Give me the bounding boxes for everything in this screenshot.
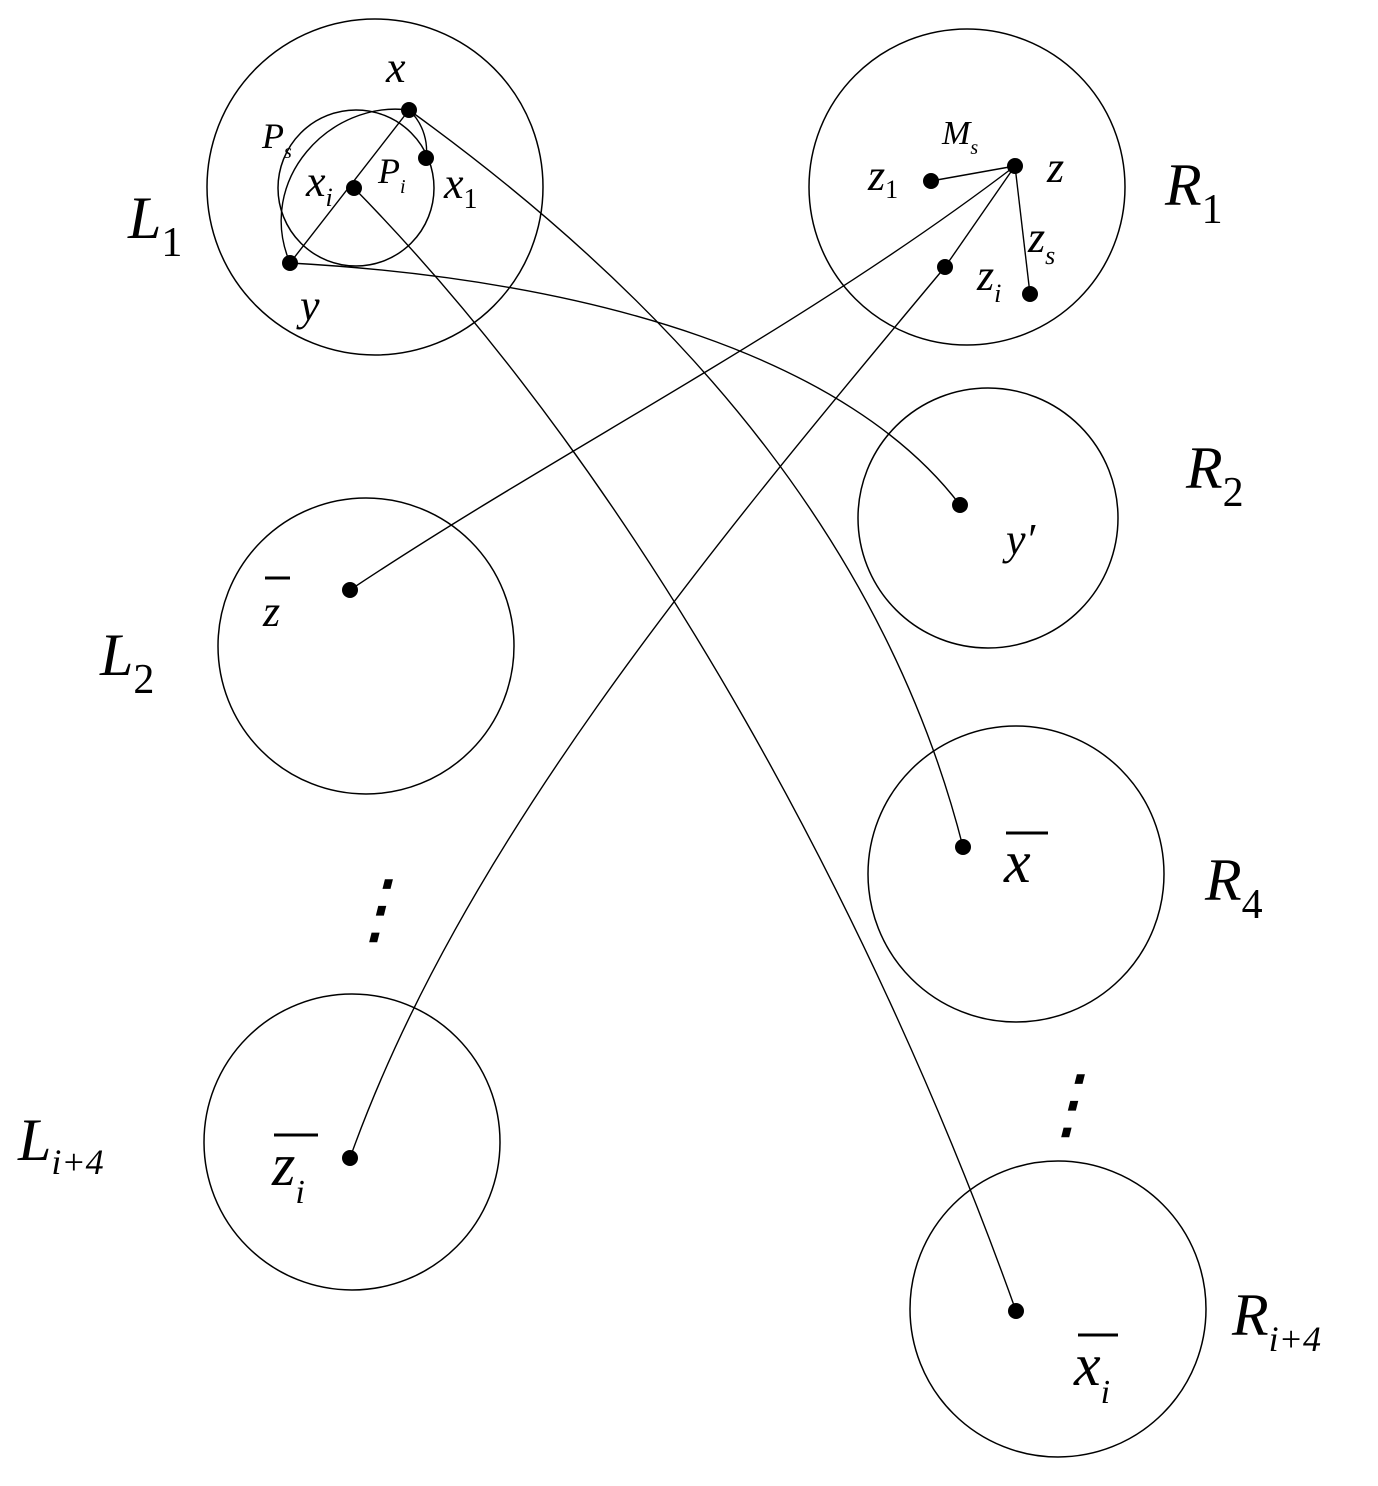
label-Ms: Ms (941, 115, 978, 159)
vertex-x1 (418, 150, 434, 166)
circle-R4 (867, 725, 1165, 1023)
label-Ri4: Ri+4 (1231, 1282, 1321, 1359)
edge-y-yprime (289, 262, 961, 506)
circle-L1 (206, 18, 544, 356)
circle-Ri4 (909, 1160, 1207, 1458)
vertex-xbar-i (1008, 1303, 1024, 1319)
label-R1: R1 (1164, 152, 1223, 233)
label-zi: zi (976, 251, 1001, 308)
label-x1: x1 (443, 159, 478, 215)
label-Pi: Pi (377, 151, 406, 198)
label-Li4: Li+4 (17, 1107, 104, 1182)
circle-L1-inner (277, 109, 435, 267)
circle-L2 (217, 497, 515, 795)
label-R4: R4 (1204, 847, 1263, 928)
label-L2: L2 (99, 622, 154, 703)
label-xi: xi (305, 157, 333, 212)
label-zs: zs (1027, 213, 1055, 270)
vertex-zbar-i (342, 1150, 358, 1166)
vertex-z (1007, 158, 1023, 174)
path-Ps-arc (280, 108, 410, 264)
vertex-y (282, 255, 298, 271)
label-Ps: Ps (261, 116, 292, 163)
edge-x-xbar (408, 109, 964, 848)
edge-z-z1 (930, 165, 1016, 182)
label-zbar: z (262, 587, 280, 636)
label-y: y (296, 281, 320, 330)
edge-z-zi (944, 165, 1016, 268)
ellipsis-right: ⋮ (1028, 1060, 1106, 1147)
label-R2: R2 (1185, 435, 1244, 516)
edge-xi-xbar-i (353, 187, 1017, 1312)
edge-z-zbar (349, 165, 1016, 591)
vertex-zs (1022, 286, 1038, 302)
vertex-xbar (955, 839, 971, 855)
vertex-yprime (952, 497, 968, 513)
label-xbar-i: xi (1073, 1332, 1110, 1411)
vertex-zbar (342, 582, 358, 598)
label-yprime: y′ (1002, 515, 1037, 564)
edge-zi-zbar-i (349, 266, 946, 1159)
vertex-xi (346, 180, 362, 196)
label-L1: L1 (127, 185, 182, 266)
label-z: z (1046, 143, 1064, 192)
ellipsis-left: ⋮ (336, 865, 414, 952)
circle-Li4 (203, 993, 501, 1291)
vertex-zi (937, 259, 953, 275)
label-x: x (385, 43, 406, 92)
circle-R2 (857, 387, 1119, 649)
vertex-x (401, 102, 417, 118)
label-xbar: x (1003, 829, 1031, 895)
circle-R1 (808, 28, 1126, 346)
label-z1: z1 (867, 151, 898, 204)
vertex-z1 (923, 173, 939, 189)
edge-z-zs (1014, 165, 1031, 295)
label-zbar-i: zi (271, 1132, 305, 1211)
